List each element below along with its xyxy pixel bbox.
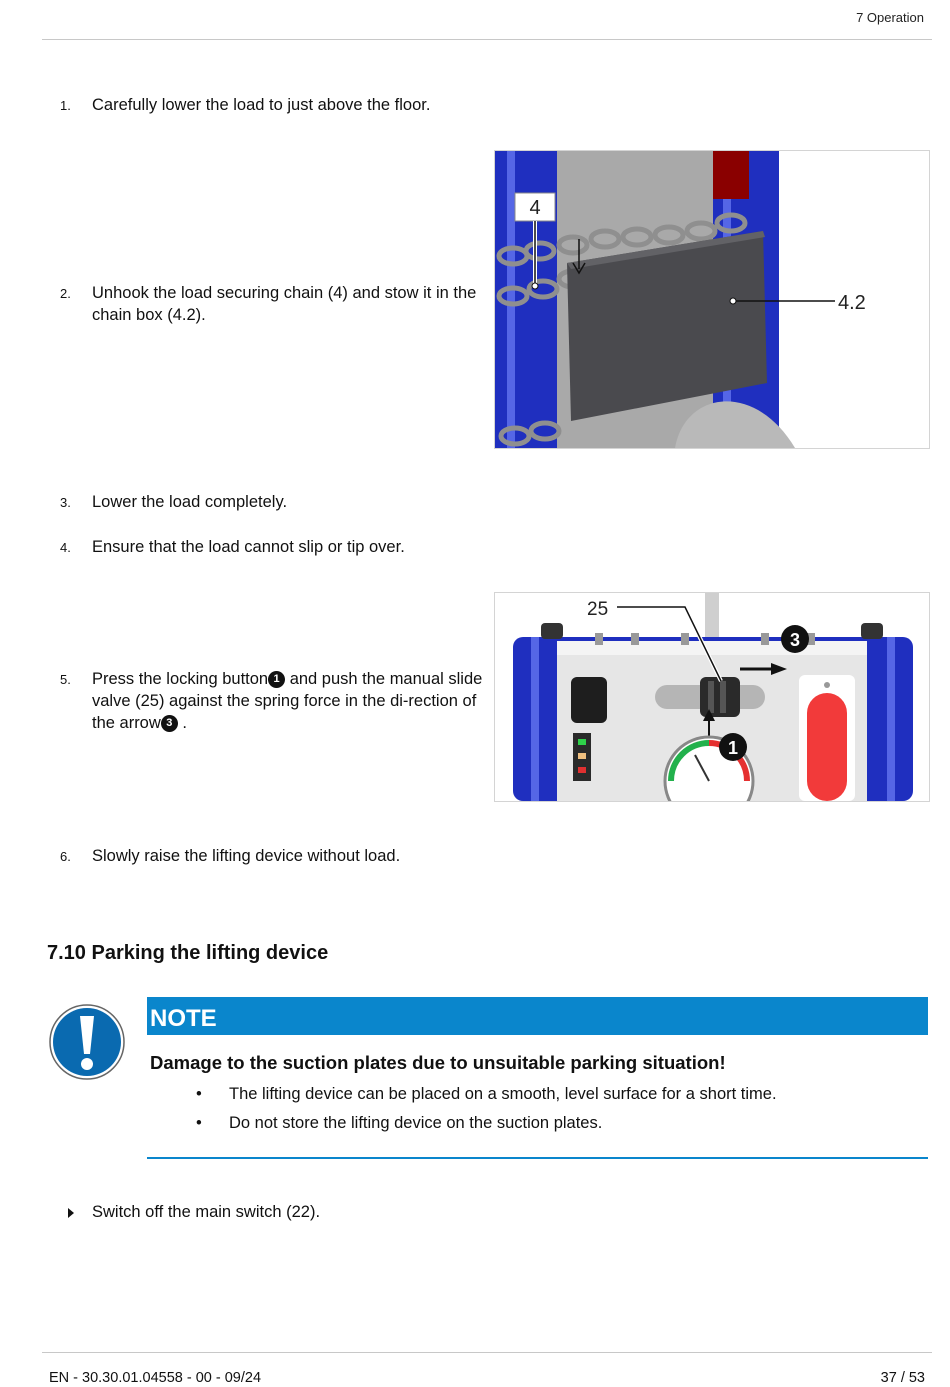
chain-box-illustration: 4 4.2 (495, 151, 929, 448)
callout-chain-label: 4 (529, 197, 540, 219)
step-text: Ensure that the load cannot slip or tip … (92, 538, 405, 556)
step-number: 2. (60, 286, 71, 301)
control-panel-illustration: 25 3 1 (495, 593, 929, 801)
step-text: Carefully lower the load to just above t… (92, 96, 431, 114)
note-bottom-rule (147, 1157, 928, 1159)
step-text-part: . (177, 714, 187, 732)
footer-page-number: 37 / 53 (880, 1370, 925, 1386)
section-title: 7.10 Parking the lifting device (47, 942, 329, 964)
step-number: 6. (60, 849, 71, 864)
exclamation-icon (49, 1004, 125, 1080)
callout-box-label: 4.2 (838, 292, 866, 314)
callout-arrow-label: 3 (790, 630, 800, 650)
callout-valve-label: 25 (587, 599, 608, 620)
figure-control-panel: 25 3 1 (494, 592, 930, 802)
callout-button-label: 1 (728, 738, 738, 758)
step-number: 4. (60, 540, 71, 555)
header-section-title: 7 Operation (856, 10, 924, 25)
note-heading: Damage to the suction plates due to unsu… (150, 1052, 726, 1073)
bullet-text: The lifting device can be placed on a sm… (229, 1085, 777, 1103)
number-badge-icon: 1 (268, 671, 286, 688)
number-badge-icon: 3 (160, 715, 178, 732)
figure-chain-box: 4 4.2 (494, 150, 930, 449)
step-text: Slowly raise the lifting device without … (92, 847, 401, 865)
triangle-right-icon (68, 1208, 74, 1218)
step-text: Lower the load completely. (92, 493, 288, 511)
step-text: Unhook the load securing chain (4) and s… (92, 284, 477, 324)
header-divider (42, 39, 932, 40)
footer-divider (42, 1352, 932, 1353)
step-text-part: and push the manual slide valve (25) aga… (92, 670, 483, 732)
bullet-symbol: • (196, 1114, 202, 1132)
note-label-bar: NOTE (147, 997, 928, 1035)
step-number: 1. (60, 98, 71, 113)
step-text-part: Press the locking button (92, 670, 269, 688)
bullet-symbol: • (196, 1085, 202, 1103)
bullet-text: Do not store the lifting device on the s… (229, 1114, 603, 1132)
footer-document-id: EN - 30.30.01.04558 - 00 - 09/24 (49, 1370, 262, 1386)
step-number: 3. (60, 495, 71, 510)
action-text: Switch off the main switch (22). (92, 1203, 321, 1221)
step-number: 5. (60, 672, 71, 687)
